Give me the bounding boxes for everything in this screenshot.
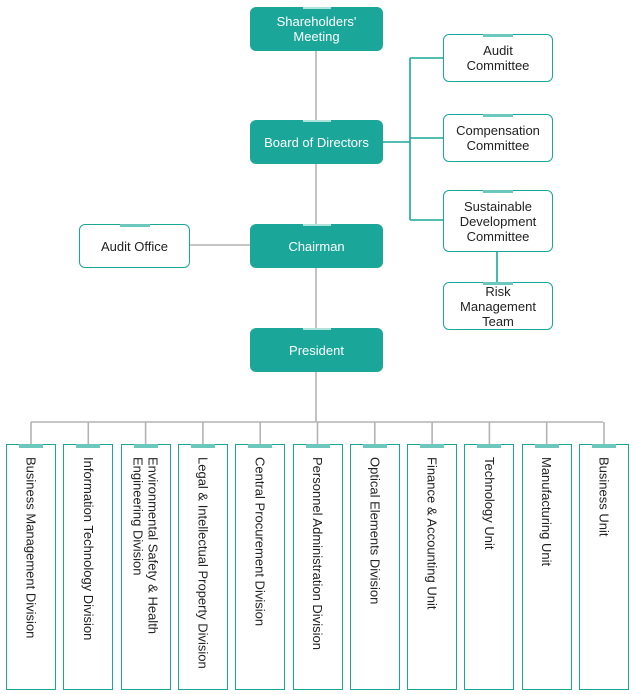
- division-label: Finance & Accounting Unit: [424, 457, 440, 610]
- board-of-directors-label: Board of Directors: [264, 134, 369, 150]
- division-box: Environmental Safety & Health Engineerin…: [120, 443, 171, 690]
- compensation-committee-box: Compensation Committee: [443, 113, 553, 162]
- division-box: Business Unit: [579, 443, 629, 690]
- risk-management-team-label: Risk Management Team: [460, 283, 536, 329]
- division-label: Legal & Intellectual Property Division: [195, 457, 211, 669]
- division-box: Personnel Administration Division: [292, 443, 343, 690]
- sustainable-development-committee-box: Sustainable Development Committee: [443, 189, 553, 252]
- division-box: Central Procurement Division: [235, 443, 286, 690]
- board-of-directors-box: Board of Directors: [250, 120, 383, 164]
- audit-office-label: Audit Office: [101, 238, 168, 254]
- division-box: Technology Unit: [464, 443, 515, 690]
- shareholders-meeting-label: Shareholders' Meeting: [276, 14, 357, 44]
- division-box: Optical Elements Division: [349, 443, 400, 690]
- audit-office-box: Audit Office: [79, 223, 190, 268]
- division-label: Technology Unit: [481, 457, 497, 550]
- division-label: Information Technology Division: [80, 457, 96, 641]
- division-box: Information Technology Division: [63, 443, 114, 690]
- president-label: President: [289, 342, 344, 358]
- division-label: Business Management Division: [23, 457, 39, 639]
- division-box: Finance & Accounting Unit: [407, 443, 458, 690]
- president-box: President: [250, 328, 383, 372]
- division-drops: [30, 422, 605, 444]
- shareholders-meeting-box: Shareholders' Meeting: [250, 7, 383, 51]
- audit-committee-label: Audit Committee: [466, 43, 530, 73]
- division-box: Manufacturing Unit: [521, 443, 572, 690]
- division-box: Business Management Division: [6, 443, 56, 690]
- sustainable-development-committee-label: Sustainable Development Committee: [459, 198, 537, 244]
- division-box: Legal & Intellectual Property Division: [177, 443, 228, 690]
- division-label: Manufacturing Unit: [539, 457, 555, 567]
- division-label: Central Procurement Division: [252, 457, 268, 627]
- division-label: Personnel Administration Division: [310, 457, 325, 650]
- division-label: Optical Elements Division: [367, 457, 383, 605]
- division-label: Environmental Safety & Health Engineerin…: [130, 457, 161, 635]
- compensation-committee-label: Compensation Committee: [456, 123, 540, 153]
- risk-management-team-box: Risk Management Team: [443, 281, 553, 330]
- chairman-box: Chairman: [250, 224, 383, 268]
- division-label: Business Unit: [596, 457, 612, 537]
- chairman-label: Chairman: [288, 238, 345, 254]
- audit-committee-box: Audit Committee: [443, 33, 553, 82]
